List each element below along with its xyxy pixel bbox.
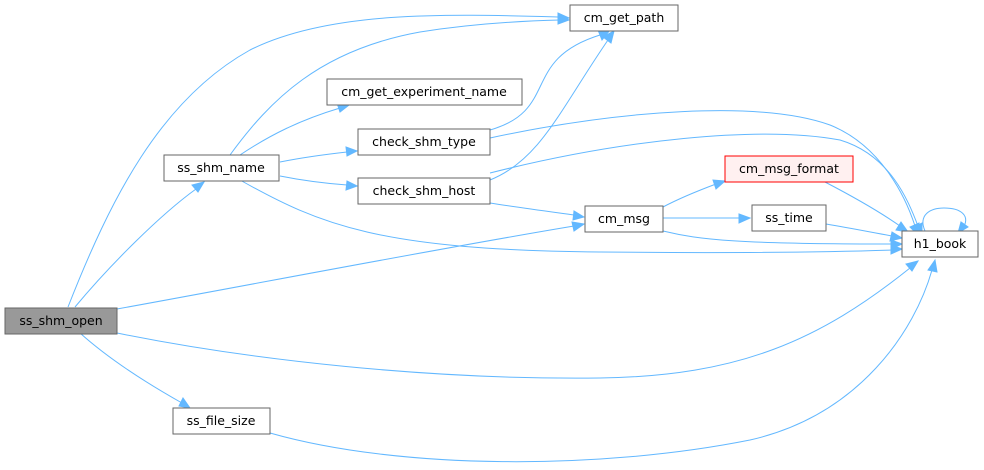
edge-arrow — [905, 260, 920, 272]
edge-ss-shm-open-to-ss-shm-name — [74, 188, 197, 308]
node-label: check_shm_host — [373, 183, 476, 198]
edge-check-shm-host-to-cm-get-path — [489, 39, 609, 181]
edge-check-shm-host-to-h1-book — [489, 133, 919, 227]
edge-arrow — [957, 221, 969, 235]
edge-ss-shm-name-to-check-shm-type — [279, 151, 348, 163]
node-cm-get-path[interactable]: cm_get_path — [569, 4, 679, 32]
node-ss-shm-open[interactable]: ss_shm_open — [4, 307, 118, 335]
node-label: ss_time — [765, 210, 813, 225]
edges — [67, 12, 969, 463]
edge-check-shm-host-to-cm-msg — [489, 202, 575, 216]
edge-ss-shm-name-to-check-shm-host — [279, 175, 348, 186]
edge-ss-shm-name-to-cm-get-path — [229, 19, 561, 156]
node-label: ss_shm_name — [177, 160, 265, 175]
node-check-shm-host[interactable]: check_shm_host — [357, 177, 491, 205]
edge-arrow — [889, 231, 904, 242]
node-h1-book[interactable]: h1_book — [901, 230, 979, 258]
edge-arrow — [191, 181, 206, 193]
edge-ss-file-size-to-h1-book — [269, 269, 933, 463]
edge-arrow — [571, 221, 586, 232]
edge-arrow — [738, 213, 752, 224]
edge-ss-shm-open-to-h1-book — [116, 267, 911, 379]
edge-arrow — [602, 30, 615, 44]
node-label: h1_book — [914, 236, 967, 251]
node-label: check_shm_type — [372, 134, 476, 149]
node-label: cm_msg_format — [739, 161, 839, 176]
node-cm-msg-format[interactable]: cm_msg_format — [724, 155, 854, 183]
edge-ss-shm-name-to-cm-get-experiment-name — [239, 107, 341, 156]
edge-arrow — [927, 258, 938, 273]
edge-cm-msg-to-h1-book — [662, 230, 893, 245]
node-label: cm_get_path — [584, 10, 665, 25]
edge-arrow — [178, 397, 192, 409]
edge-ss-time-to-h1-book — [825, 223, 893, 237]
edge-check-shm-type-to-cm-get-path — [489, 34, 601, 131]
edge-ss-shm-open-to-cm-get-path — [67, 14, 561, 308]
node-label: ss_shm_open — [19, 313, 102, 328]
edge-arrow — [890, 239, 904, 250]
edge-cm-msg-format-to-h1-book — [824, 181, 901, 227]
node-ss-time[interactable]: ss_time — [751, 204, 827, 232]
node-cm-msg[interactable]: cm_msg — [584, 205, 664, 233]
node-label: cm_get_experiment_name — [341, 84, 507, 99]
edge-cm-msg-to-cm-msg-format — [662, 183, 717, 208]
edge-check-shm-type-to-h1-book — [489, 110, 916, 227]
edge-ss-shm-open-to-ss-file-size — [79, 332, 183, 404]
edge-arrow — [345, 180, 359, 191]
edge-arrow — [572, 210, 586, 221]
node-label: ss_file_size — [187, 413, 256, 428]
edge-h1-book-self-loop — [922, 207, 967, 232]
node-ss-file-size[interactable]: ss_file_size — [172, 407, 271, 435]
node-ss-shm-name[interactable]: ss_shm_name — [163, 154, 280, 182]
node-check-shm-type[interactable]: check_shm_type — [357, 128, 491, 156]
node-label: cm_msg — [598, 211, 650, 226]
node-cm-get-experiment-name[interactable]: cm_get_experiment_name — [326, 78, 523, 106]
edge-arrow — [712, 179, 727, 190]
edge-arrow — [557, 14, 571, 25]
edge-ss-shm-name-to-h1-book — [239, 179, 893, 254]
edge-ss-shm-open-to-cm-msg — [116, 225, 575, 310]
edge-arrow — [345, 146, 359, 157]
